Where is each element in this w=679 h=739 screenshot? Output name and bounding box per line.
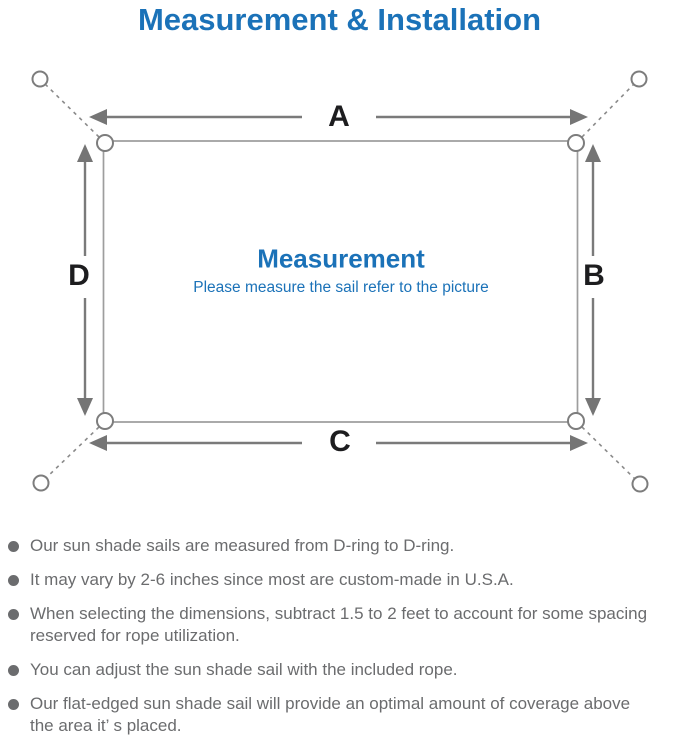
arrow-b-head-down — [585, 398, 601, 416]
note-text: You can adjust the sun shade sail with t… — [30, 660, 458, 679]
anchor-point-bottom-left — [32, 474, 50, 492]
note-item: It may vary by 2-6 inches since most are… — [8, 569, 674, 591]
corner-d-rings — [96, 134, 585, 430]
rope-dash-bottom-left — [45, 426, 100, 479]
anchor-points — [31, 70, 649, 493]
d-ring-bottom-right — [567, 412, 585, 430]
rope-dash-top-left — [44, 83, 100, 138]
rope-dash-bottom-right — [581, 426, 636, 480]
bullet-dot — [8, 609, 19, 620]
anchor-point-top-left — [31, 70, 49, 88]
diagram-subtitle: Please measure the sail refer to the pic… — [193, 279, 489, 296]
d-ring-bottom-left — [96, 412, 114, 430]
diagram-heading: Measurement — [257, 243, 425, 274]
dim-label-c: C — [329, 425, 351, 458]
dim-label-a: A — [328, 100, 350, 133]
note-text: Our flat-edged sun shade sail will provi… — [30, 694, 631, 735]
note-item: You can adjust the sun shade sail with t… — [8, 659, 674, 681]
bullet-dot — [8, 699, 19, 710]
note-item: Our flat-edged sun shade sail will provi… — [8, 693, 674, 737]
arrow-b — [585, 144, 601, 416]
measurement-diagram: A B C D Measurement Please measure the s… — [0, 55, 679, 520]
note-text: When selecting the dimensions, subtract … — [30, 604, 648, 645]
diagram-canvas — [31, 70, 649, 493]
page-title: Measurement & Installation — [137, 2, 542, 37]
bullet-dot — [8, 541, 19, 552]
dim-label-b: B — [583, 259, 605, 292]
anchor-point-bottom-right — [631, 475, 649, 493]
d-ring-top-right — [567, 134, 585, 152]
rope-dash-top-right — [581, 83, 635, 138]
d-ring-top-left — [96, 134, 114, 152]
arrow-c-head-left — [89, 435, 107, 451]
arrow-d-head-up — [77, 144, 93, 162]
arrow-b-head-up — [585, 144, 601, 162]
arrow-c-head-right — [570, 435, 588, 451]
sail-rect — [102, 140, 579, 423]
bullet-dot — [8, 575, 19, 586]
arrow-c — [89, 435, 588, 451]
arrow-a — [89, 109, 588, 125]
note-item: When selecting the dimensions, subtract … — [8, 603, 674, 647]
note-text: It may vary by 2-6 inches since most are… — [30, 570, 514, 589]
arrow-d-head-down — [77, 398, 93, 416]
note-item: Our sun shade sails are measured from D-… — [8, 535, 674, 557]
arrow-a-head-right — [570, 109, 588, 125]
note-text: Our sun shade sails are measured from D-… — [30, 536, 455, 555]
dim-label-d: D — [68, 259, 90, 292]
arrow-d — [77, 144, 93, 416]
bullet-dot — [8, 665, 19, 676]
arrow-a-head-left — [89, 109, 107, 125]
notes-list: Our sun shade sails are measured from D-… — [8, 535, 674, 739]
anchor-point-top-right — [630, 70, 648, 88]
